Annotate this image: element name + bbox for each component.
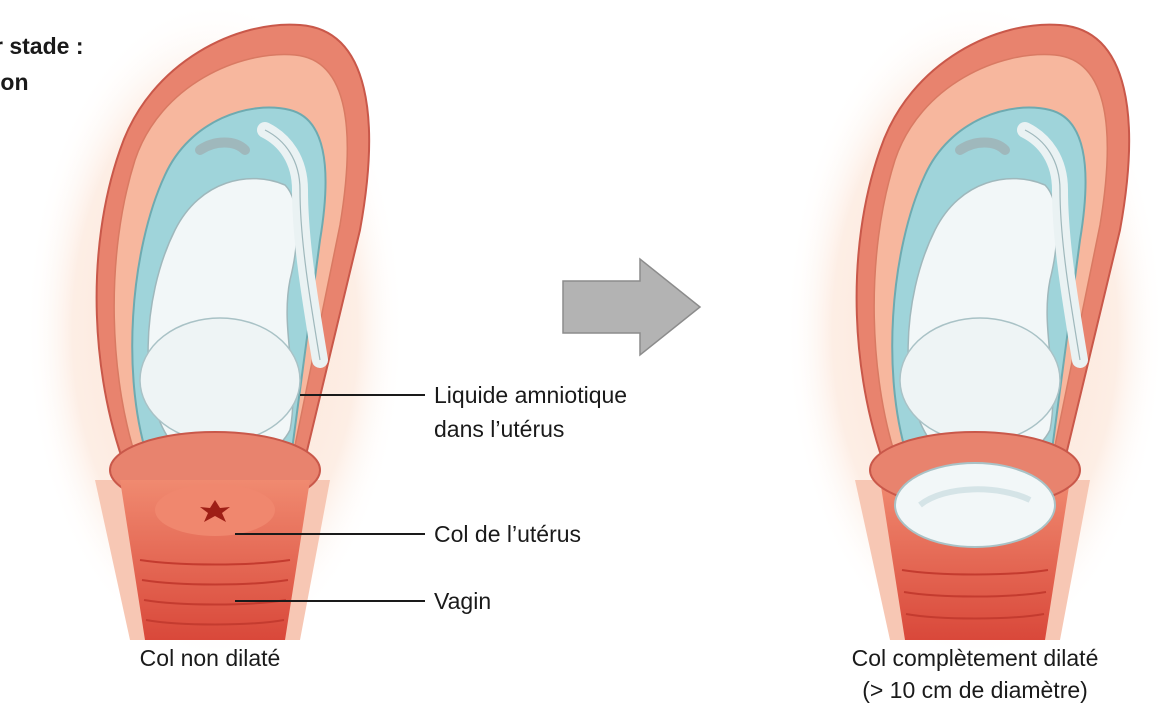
fetal-head <box>140 318 300 442</box>
progression-arrow <box>563 259 700 355</box>
uterus-dilated-illustration <box>785 0 1165 660</box>
amniotic-fluid-label-line-2: dans l’utérus <box>434 414 564 444</box>
vagina-label: Vagin <box>434 586 491 616</box>
amniotic-fluid-label-line-1: Liquide amniotique <box>434 380 627 410</box>
uterus-undilated-illustration <box>25 0 405 660</box>
cervix-label: Col de l’utérus <box>434 519 581 549</box>
right-caption-line-1: Col complètement dilaté <box>790 642 1160 675</box>
dilated-cervical-opening <box>895 463 1055 547</box>
left-caption: Col non dilaté <box>95 642 325 675</box>
right-caption-line-2: (> 10 cm de diamètre) <box>790 674 1160 707</box>
fetal-head-right <box>900 318 1060 442</box>
